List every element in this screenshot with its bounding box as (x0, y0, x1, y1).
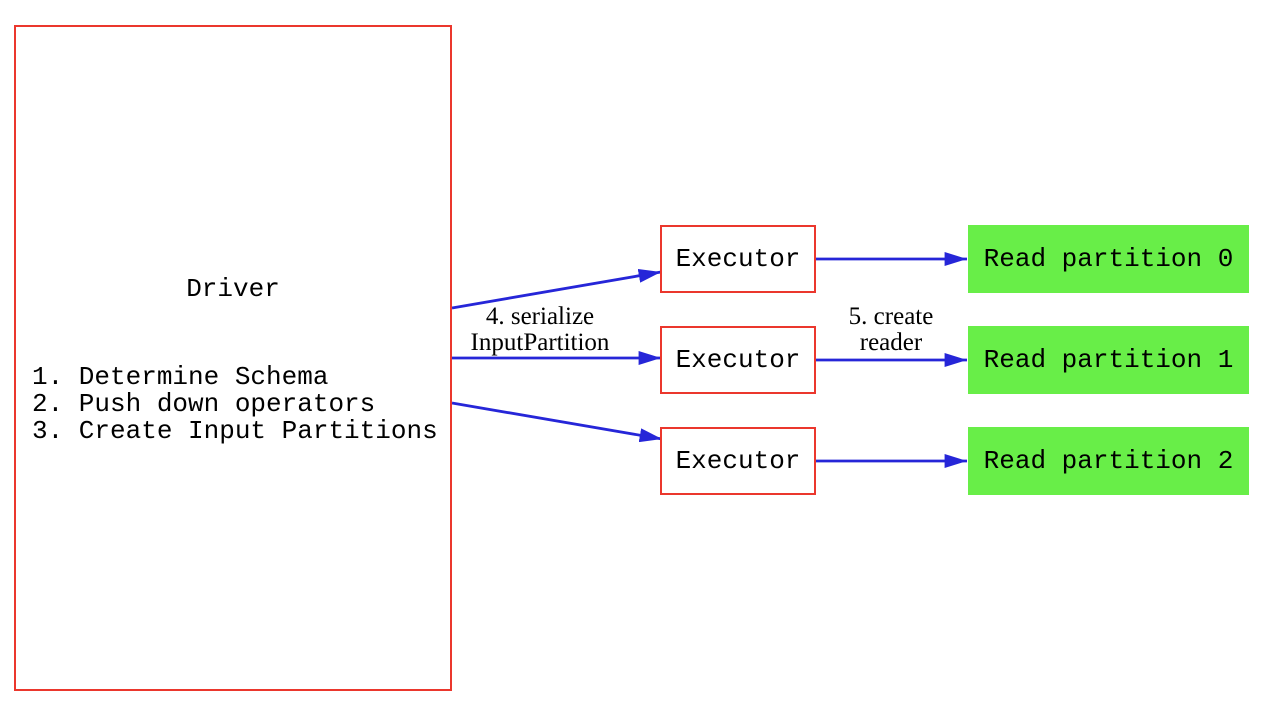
edge-label-serialize-line1: 4. serialize (485, 303, 595, 330)
executor-node-2: Executor (660, 427, 816, 495)
driver-step-2: 2. Push down operators (32, 389, 376, 419)
driver-title: Driver (186, 274, 280, 304)
edge-label-create-reader-line1: 5. create (848, 303, 934, 330)
driver-step-3: 3. Create Input Partitions (32, 416, 438, 446)
edge-driver-to-executor-2 (451, 401, 663, 443)
read-partition-node-2: Read partition 2 (968, 427, 1249, 495)
read-partition-node-0: Read partition 0 (968, 225, 1249, 293)
executor-node-0: Executor (660, 225, 816, 293)
driver-steps: 1. Determine Schema 2. Push down operato… (32, 364, 438, 445)
executor-node-1: Executor (660, 326, 816, 394)
edge-driver-to-executor-0 (451, 268, 662, 310)
read-partition-node-1: Read partition 1 (968, 326, 1249, 394)
driver-step-1: 1. Determine Schema (32, 362, 329, 392)
edge-label-create-reader: 5. create reader (781, 304, 1001, 356)
edge-label-create-reader-line2: reader (859, 329, 923, 356)
driver-node: Driver 1. Determine Schema 2. Push down … (14, 25, 452, 691)
edge-label-serialize-inputpartition: 4. serialize InputPartition (430, 304, 650, 356)
edge-label-serialize-line2: InputPartition (470, 329, 610, 356)
